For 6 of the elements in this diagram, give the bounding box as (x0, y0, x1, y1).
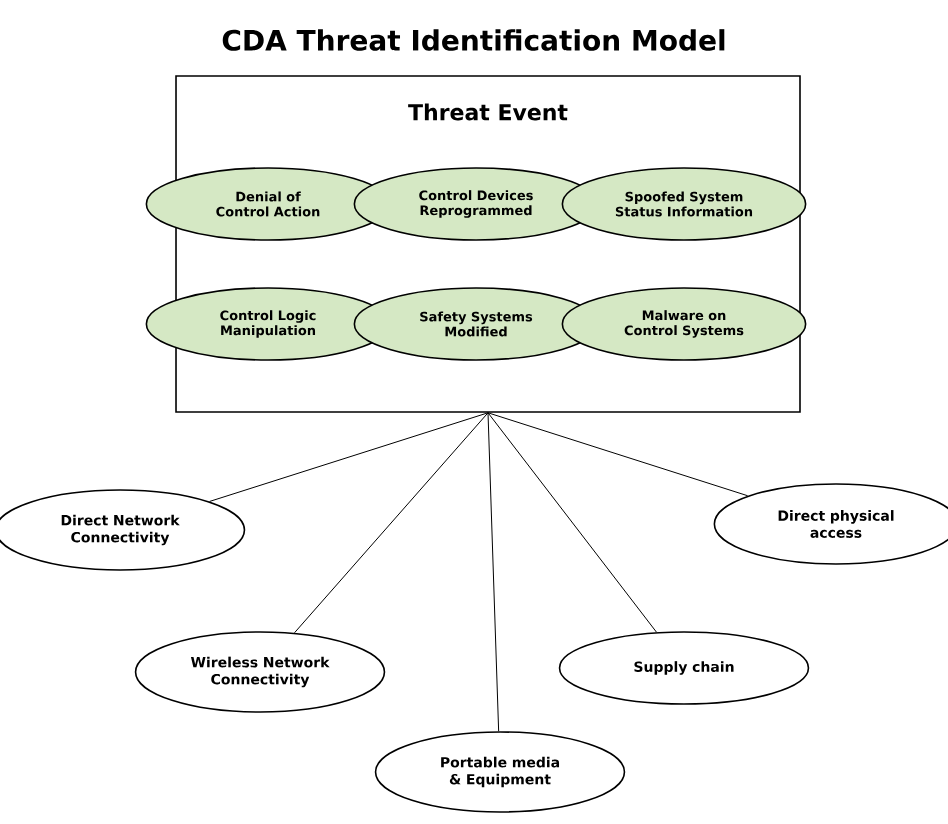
connector-line (487, 412, 500, 732)
connector-line (487, 412, 657, 633)
title: CDA Threat Identification Model (222, 29, 725, 51)
connector-line (487, 412, 749, 497)
connector-line (294, 412, 489, 634)
connector-line (209, 412, 489, 502)
